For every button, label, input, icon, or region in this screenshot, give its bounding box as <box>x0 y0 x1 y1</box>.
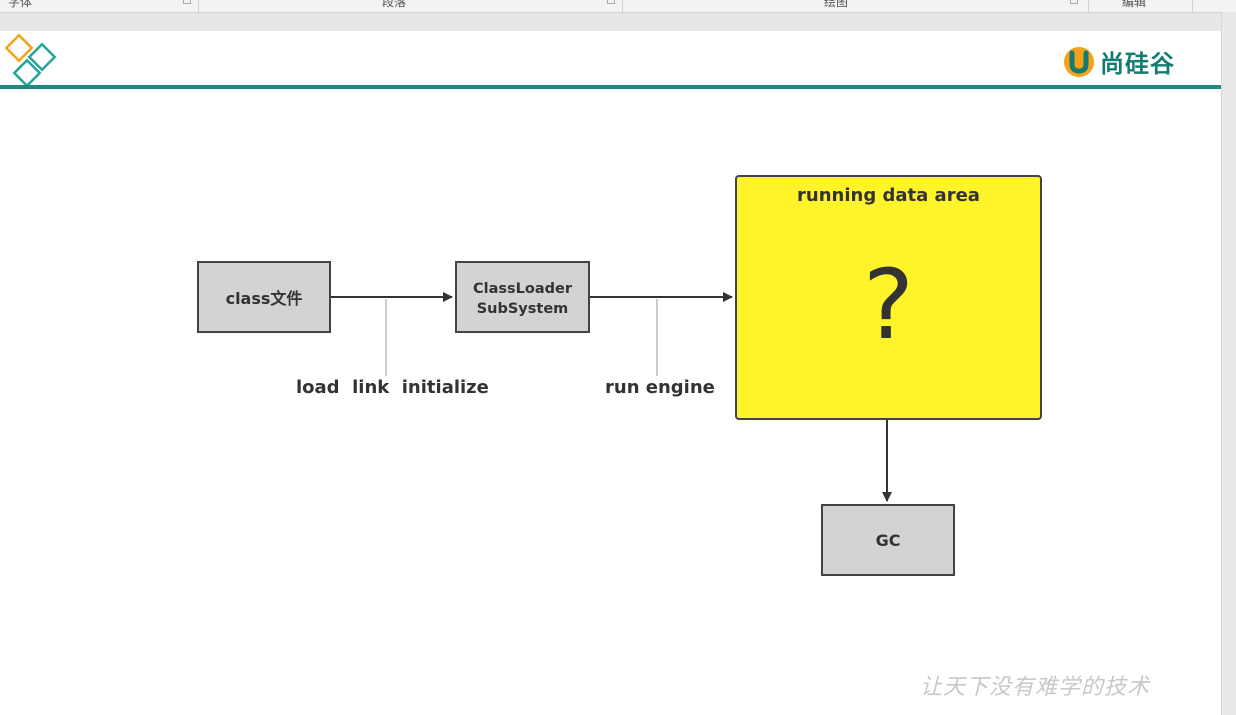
brand-logo: 尚硅谷 <box>1062 44 1175 79</box>
class-file-node[interactable]: class文件 <box>197 261 331 333</box>
run-engine-label: run engine <box>605 377 715 398</box>
brand-u-icon <box>1064 46 1094 77</box>
ribbon-group-paragraph: 段落 <box>382 0 407 9</box>
diagram-connectors <box>331 292 892 502</box>
ribbon-group-editing: 编辑 <box>1122 0 1147 9</box>
header-divider <box>0 85 1221 89</box>
running-data-area-node[interactable]: running data area ? <box>735 175 1042 420</box>
ribbon-group-font: 字体 <box>8 0 33 9</box>
class-file-label: class文件 <box>225 289 303 308</box>
gc-node[interactable]: GC <box>821 504 955 576</box>
font-dialog-launcher-icon[interactable] <box>183 0 191 4</box>
brand-name: 尚硅谷 <box>1100 50 1175 78</box>
ribbon-group-drawing: 绘图 <box>824 0 849 9</box>
ribbon-separator <box>622 0 623 12</box>
gc-label: GC <box>875 530 901 550</box>
ribbon-separator <box>1088 0 1089 12</box>
running-data-area-title: running data area <box>797 185 980 206</box>
paragraph-dialog-launcher-icon[interactable] <box>607 0 615 4</box>
classloader-label-line2: SubSystem <box>476 301 569 317</box>
classloader-node[interactable]: ClassLoader SubSystem <box>455 261 590 333</box>
ribbon-group-bar: 字体 段落 绘图 编辑 <box>0 0 1236 13</box>
load-link-initialize-label: load link initialize <box>296 377 489 398</box>
drawing-dialog-launcher-icon[interactable] <box>1070 0 1078 4</box>
vertical-scrollbar[interactable] <box>1221 12 1236 715</box>
ribbon-separator <box>198 0 199 12</box>
slide-canvas[interactable]: 尚硅谷 class文件 ClassLoader SubSystem runnin… <box>0 31 1221 715</box>
question-mark-symbol: ? <box>863 249 914 361</box>
ribbon-separator <box>1192 0 1193 12</box>
diamond-logo-icon <box>4 33 57 88</box>
slogan-watermark: 让天下没有难学的技术 <box>920 675 1151 700</box>
classloader-label-line1: ClassLoader <box>472 281 572 297</box>
